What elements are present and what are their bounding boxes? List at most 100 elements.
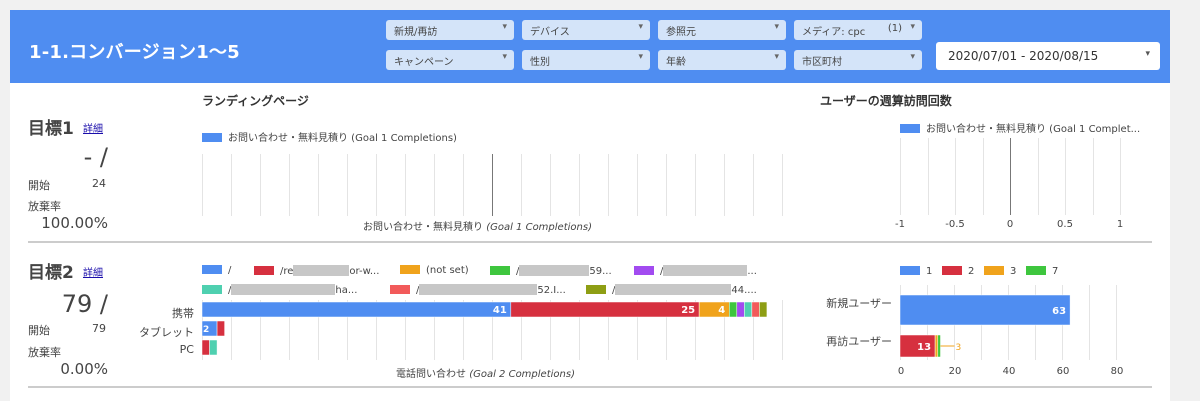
filter-city[interactable]: 市区町村 ▾ [794, 50, 922, 70]
legend-label: お問い合わせ・無料見積り (Goal 1 Completions) [228, 133, 457, 144]
weekly-legend-item: 2 [942, 266, 974, 277]
legend-swatch [984, 266, 1004, 275]
bar-segment [209, 339, 218, 356]
legend-swatch [586, 285, 606, 294]
goal2-detail-link[interactable]: 詳細 [83, 268, 103, 279]
axis-tick: 1 [1116, 219, 1124, 230]
legend-swatch [490, 266, 510, 275]
filter-label: メディア: cpc [802, 27, 866, 38]
legend-label: 2 [968, 266, 975, 277]
landing-legend-item: /re or-w... [254, 265, 379, 277]
goal1-value: - / [83, 143, 108, 171]
axis-tick: 0.5 [1057, 219, 1073, 230]
legend-swatch [942, 266, 962, 275]
bar-segment [751, 301, 760, 318]
axis-tick: -0.5 [945, 219, 965, 230]
filter-device[interactable]: デバイス ▾ [522, 20, 650, 40]
legend-label-suffix: or-w... [349, 266, 380, 277]
goal1-start-label: 開始 [28, 179, 50, 192]
axis-tick: 0 [897, 366, 905, 377]
goal1-abandon-rate: 100.00% [41, 214, 108, 232]
redacted-block [615, 284, 732, 295]
legend-swatch [400, 265, 420, 274]
goal1-start-value: 24 [92, 177, 106, 190]
legend-label: / [228, 265, 232, 276]
chevron-down-icon: ▾ [502, 22, 507, 32]
goal2-xaxis-label: 電話問い合わせ (Goal 2 Completions) [396, 365, 575, 380]
chevron-down-icon: ▾ [638, 22, 643, 32]
landing-legend-item: / [202, 265, 231, 276]
chevron-down-icon: ▾ [774, 22, 779, 32]
legend-swatch [254, 266, 274, 275]
bar-segment [934, 334, 939, 358]
filter-label: デバイス [530, 27, 570, 38]
bar-value-label: 4 [718, 305, 725, 316]
legend-label: 3 [1010, 266, 1017, 277]
legend-label: /re [280, 266, 294, 277]
redacted-block [663, 265, 748, 276]
category-label: 携帯 [172, 307, 194, 320]
chevron-down-icon: ▾ [910, 52, 915, 62]
bar-value-label: 63 [1052, 306, 1066, 317]
weekly-legend-item: 1 [900, 266, 932, 277]
landing-legend-item: / 44.... [586, 284, 757, 296]
landing-legend-item: / 59... [490, 265, 612, 277]
bar-segment [201, 339, 210, 356]
dashboard: 1-1.コンバージョン1〜5 新規/再訪▾ デバイス▾ 参照元▾ メディア: c… [10, 10, 1170, 401]
filter-label: 市区町村 [802, 57, 842, 68]
goal2-title: 目標2 [28, 263, 74, 283]
filter-gender[interactable]: 性別▾ [522, 50, 650, 70]
redacted-block [231, 284, 336, 295]
bar-segment [744, 301, 753, 318]
header-bar: 1-1.コンバージョン1〜5 新規/再訪▾ デバイス▾ 参照元▾ メディア: c… [10, 10, 1170, 83]
xaxis-label-main: 電話問い合わせ [396, 369, 466, 380]
goal2-start-value: 79 [92, 322, 106, 335]
legend-label-suffix: 44.... [731, 285, 757, 296]
legend-swatch [1026, 266, 1046, 275]
weekly-visits-title: ユーザーの週算訪問回数 [820, 94, 952, 108]
legend-label: 1 [926, 266, 933, 277]
axis-tick: -1 [895, 219, 905, 230]
filter-age[interactable]: 年齢▾ [658, 50, 786, 70]
filter-new-returning[interactable]: 新規/再訪 ▾ [386, 20, 514, 40]
goal1-detail-link[interactable]: 詳細 [83, 124, 103, 135]
axis-tick: 40 [1002, 366, 1016, 377]
filter-count: (1) [887, 23, 902, 34]
legend-label-suffix: 59... [589, 266, 612, 277]
chevron-down-icon: ▾ [638, 52, 643, 62]
bar-segment [510, 301, 700, 318]
bar-segment [899, 294, 1071, 326]
axis-tick: 80 [1110, 366, 1124, 377]
chevron-down-icon: ▾ [502, 52, 507, 62]
bar-value-label: 41 [493, 305, 507, 316]
legend-swatch [900, 266, 920, 275]
date-range-picker[interactable]: 2020/07/01 - 2020/08/15▾ [936, 42, 1160, 70]
goal1-xaxis-label: お問い合わせ・無料見積り (Goal 1 Completions) [363, 218, 592, 233]
filter-campaign[interactable]: キャンペーン▾ [386, 50, 514, 70]
filter-label: 参照元 [666, 27, 696, 38]
chevron-down-icon: ▾ [774, 52, 779, 62]
filter-medium[interactable]: メディア: cpc(1)▾ [794, 20, 922, 40]
legend-label: (not set) [426, 265, 469, 276]
filter-source[interactable]: 参照元 ▾ [658, 20, 786, 40]
weekly-goal1-legend: お問い合わせ・無料見積り (Goal 1 Complet... [900, 120, 1140, 135]
landing-legend-item: /52.I... [390, 284, 566, 296]
bar-segment [937, 334, 941, 358]
weekly-chart-goal1 [900, 138, 1121, 215]
legend-label: 7 [1052, 266, 1059, 277]
legend-label-suffix: ... [747, 266, 757, 277]
filter-label: 新規/再訪 [394, 27, 438, 38]
legend-label: / [516, 266, 520, 277]
legend-swatch [202, 265, 222, 274]
landing-legend-item: (not set) [400, 265, 469, 276]
legend-label: / [228, 285, 232, 296]
xaxis-label-main: お問い合わせ・無料見積り [363, 222, 483, 233]
goal1-title: 目標1 [28, 119, 74, 139]
bar-segment [216, 320, 225, 337]
goal1-abandon-label: 放棄率 [28, 200, 61, 213]
legend-swatch [202, 133, 222, 142]
landing-chart-goal1 [202, 154, 783, 216]
legend-label: / [612, 285, 616, 296]
legend-label: お問い合わせ・無料見積り (Goal 1 Complet... [926, 124, 1141, 135]
